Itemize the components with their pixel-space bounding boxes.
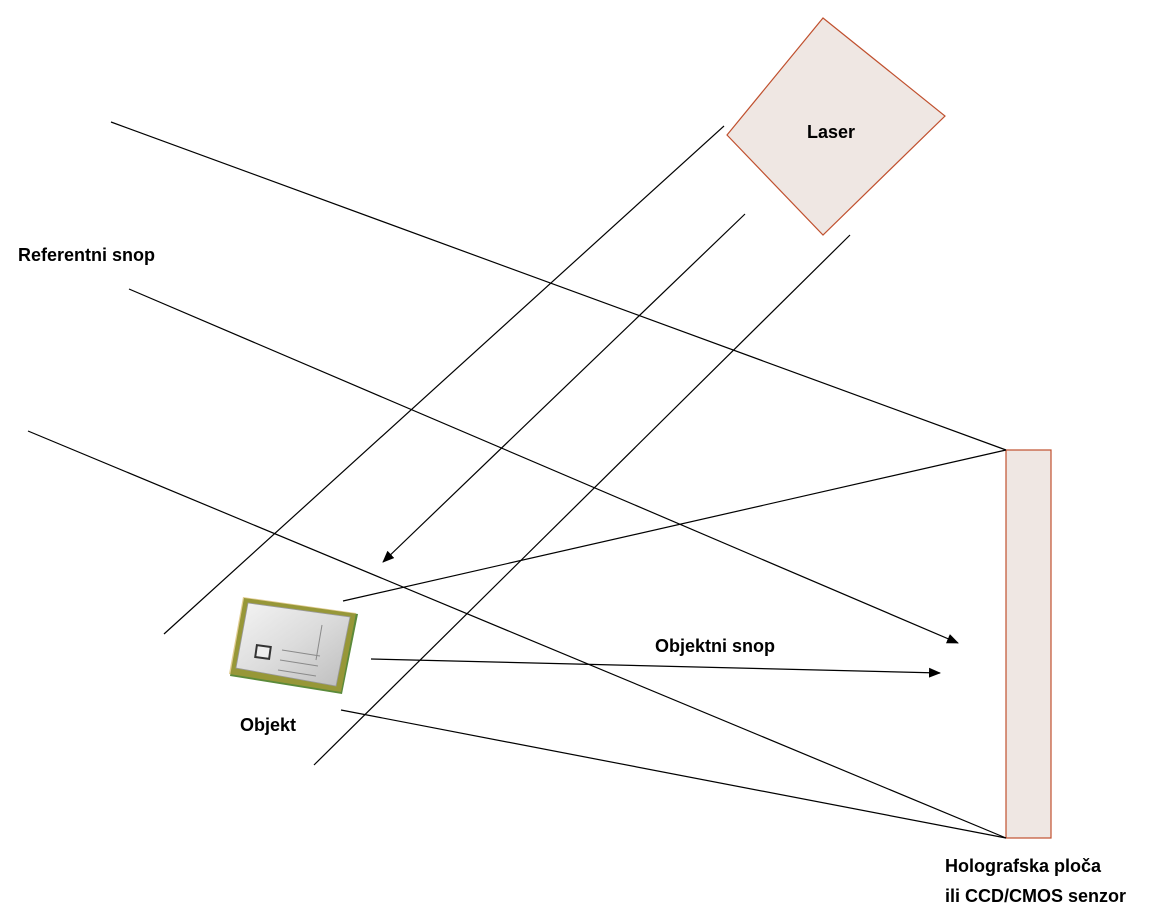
cpu-chip-icon <box>229 597 358 694</box>
laser-beam-1 <box>163 125 725 635</box>
object-beam-label: Objektni snop <box>655 636 775 656</box>
object-label: Objekt <box>240 715 296 735</box>
laser-label: Laser <box>807 122 855 142</box>
reference-beam-2 <box>128 288 959 644</box>
laser-beam-2 <box>382 213 746 563</box>
object-beam-1 <box>342 449 1007 602</box>
reference-beam-3 <box>27 430 1007 839</box>
plate-label-line2: ili CCD/CMOS senzor <box>945 886 1126 906</box>
object-beam-3 <box>340 709 1007 839</box>
object-beam-2 <box>370 658 941 678</box>
laser-beam-3 <box>313 234 851 766</box>
laser-box <box>726 17 946 236</box>
plate-label-line1: Holografska ploča <box>945 856 1102 876</box>
holographic-plate <box>1005 449 1052 839</box>
reference-beam-label: Referentni snop <box>18 245 155 265</box>
reference-beam-1 <box>110 121 1007 451</box>
